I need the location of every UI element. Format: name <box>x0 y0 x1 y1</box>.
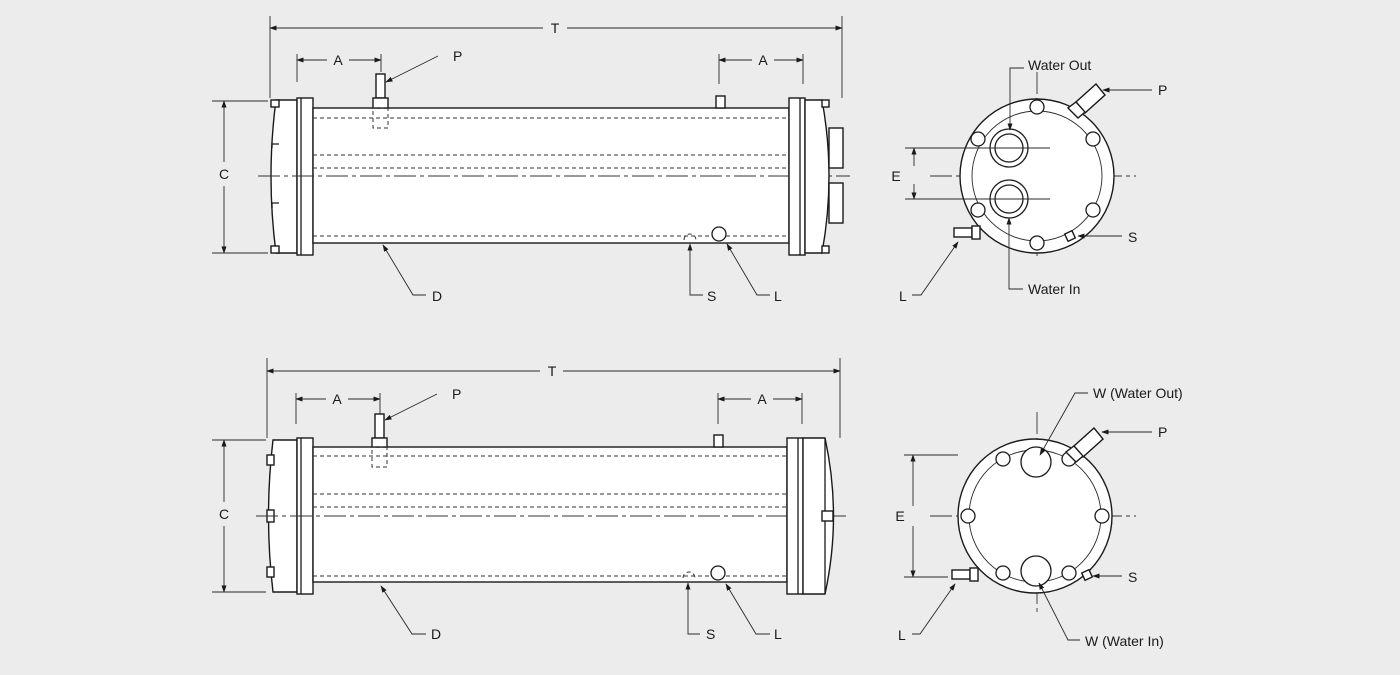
dim-label-c: C <box>219 166 229 182</box>
right-flange <box>786 437 804 595</box>
bolt-hole <box>1085 202 1101 218</box>
label-water-in: W (Water In) <box>1085 633 1164 649</box>
shell-body <box>312 446 788 583</box>
dim-label-e: E <box>891 168 900 184</box>
left-end-cap <box>270 99 298 254</box>
bolt-hole <box>995 565 1011 581</box>
bolt-hole <box>1085 131 1101 147</box>
top-side-view: T A A C <box>212 16 850 304</box>
liquid-port-l <box>953 227 973 238</box>
cap-bolt <box>266 454 275 466</box>
label-p: P <box>453 48 462 64</box>
dim-label-e: E <box>895 508 904 524</box>
label-l: L <box>899 288 907 304</box>
label-l: L <box>774 626 782 642</box>
dimension-t-bottom: T <box>266 358 841 438</box>
dimension-a-left-top: A <box>296 52 382 82</box>
vent-fitting <box>715 95 726 109</box>
dim-label-c: C <box>219 506 229 522</box>
cap-bolt <box>821 245 830 254</box>
end-plate <box>959 98 1115 254</box>
label-d: D <box>432 288 442 304</box>
label-l: L <box>774 288 782 304</box>
label-d: D <box>431 626 441 642</box>
dim-label-a: A <box>333 52 343 68</box>
dimension-c-bottom: C <box>212 439 266 593</box>
dimension-a-left-bottom: A <box>295 391 381 424</box>
pressure-port-base <box>371 437 388 448</box>
label-water-out: Water Out <box>1028 57 1091 73</box>
label-s: S <box>707 288 716 304</box>
bottom-side-view: T A A C <box>212 358 846 642</box>
cap-bolt <box>821 510 834 522</box>
vent-fitting <box>1063 229 1077 243</box>
bolt-hole <box>960 508 976 524</box>
dim-label-a: A <box>332 391 342 407</box>
label-water-out: W (Water Out) <box>1093 385 1183 401</box>
pressure-port-p <box>374 413 385 439</box>
dim-label-t: T <box>551 20 560 36</box>
dim-label-a: A <box>757 391 767 407</box>
cap-bolt <box>821 99 830 108</box>
cap-bolt <box>266 566 275 578</box>
dim-label-a: A <box>758 52 768 68</box>
water-nozzle <box>828 182 844 224</box>
end-plate <box>957 438 1113 594</box>
liquid-port-l <box>951 569 971 580</box>
dimension-t-top: T <box>269 16 843 98</box>
bolt-hole <box>1061 565 1077 581</box>
dim-label-t: T <box>548 363 557 379</box>
right-flange <box>788 97 806 256</box>
pressure-port-p <box>375 73 386 99</box>
label-p: P <box>1158 424 1167 440</box>
top-end-view: E Water Out P S L Water In <box>891 57 1167 304</box>
label-p: P <box>1158 82 1167 98</box>
label-s: S <box>1128 569 1137 585</box>
cap-bolt <box>270 245 280 254</box>
bolt-hole <box>970 131 986 147</box>
vent-fitting <box>713 434 724 448</box>
right-end-cap <box>804 99 830 254</box>
label-p: P <box>452 386 461 402</box>
bottom-end-view: E W (Water Out) P S L W (Water In) <box>895 385 1182 649</box>
vent-fitting <box>1080 568 1094 582</box>
bolt-hole <box>995 451 1011 467</box>
label-l: L <box>898 627 906 643</box>
dimension-a-right-bottom: A <box>717 391 803 424</box>
water-in-port <box>1020 555 1052 587</box>
shell-body <box>312 107 790 244</box>
label-s: S <box>706 626 715 642</box>
bolt-hole <box>1029 235 1045 251</box>
water-nozzle <box>828 127 844 169</box>
dimension-a-right-top: A <box>718 52 804 84</box>
label-water-in: Water In <box>1028 281 1080 297</box>
left-flange <box>296 97 314 256</box>
bolt-hole <box>1094 508 1110 524</box>
water-out-port <box>1020 446 1052 478</box>
pressure-port-base <box>372 97 389 109</box>
dimension-c-top: C <box>212 100 268 254</box>
bolt-hole <box>970 202 986 218</box>
liquid-port-l <box>711 226 727 242</box>
bolt-hole <box>1029 99 1045 115</box>
cap-bolt <box>270 99 280 108</box>
liquid-port-l <box>710 565 726 581</box>
label-s: S <box>1128 229 1137 245</box>
